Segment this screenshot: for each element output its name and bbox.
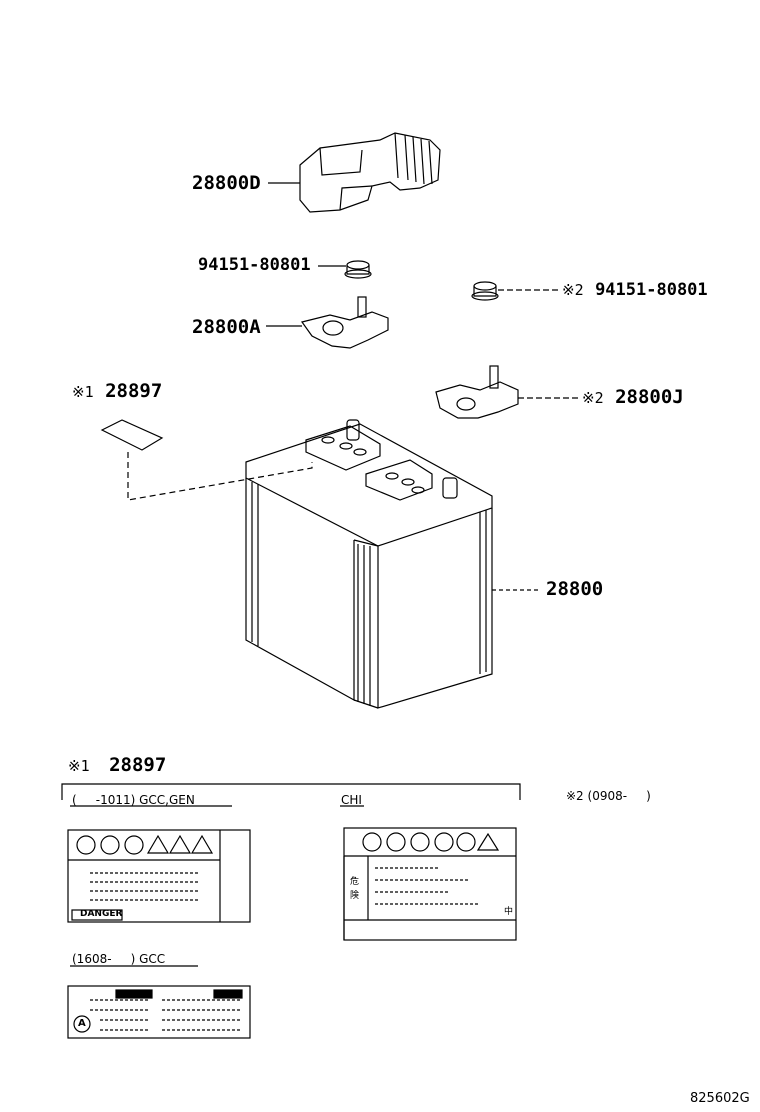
label-cover: 28800D [192,172,261,194]
sticker-chi-drawing [343,827,517,941]
nut-left-drawing [318,260,372,279]
label-sticker-drawing [100,419,313,501]
label-terminal-j: 28800J [615,386,684,408]
sticker-a-text: A [78,1018,86,1029]
label-sticker-group: ※1 28897 [72,382,162,401]
battery-drawing [245,419,540,709]
variant-3-label: (0908- ) [587,789,651,803]
label-sticker: 28897 [105,380,163,402]
sticker-kanji-1: 危 [350,877,360,887]
mark-2: ※2 [582,389,604,407]
variant-chi-label: CHI [341,793,362,807]
mark-2: ※2 [566,789,584,803]
label-nut-right: 94151-80801 [595,280,708,300]
sticker-1-drawing [67,829,251,923]
mark-1: ※1 [72,383,94,401]
sticker-zh-text: 中 [504,907,514,917]
terminal-cover-drawing [268,132,441,213]
section-bracket [61,783,521,800]
label-nut-right-group: ※2 94151-80801 [562,280,708,299]
figure-id: 825602G [690,1091,750,1106]
variant-3-group: ※2 (0908- ) [566,790,651,802]
mark-1: ※1 [68,757,90,775]
nut-right-drawing [471,281,560,301]
label-nut-left: 94151-80801 [198,255,311,275]
mark-2: ※2 [562,281,584,299]
terminal-j-drawing [435,365,578,419]
variant-2-label: (1608- ) GCC [72,952,166,966]
sticker-danger-text: DANGER [80,909,123,919]
terminal-a-drawing [266,296,389,349]
label-battery: 28800 [546,578,604,600]
sticker-2-drawing [67,985,251,1039]
variant-1-label: ( -1011) GCC,GEN [72,793,195,807]
sticker-kanji-2: 険 [350,891,360,901]
section-title: 28897 [109,754,167,776]
label-terminal-a: 28800A [192,316,261,338]
section-title-group: ※1 28897 [68,756,166,775]
label-terminal-j-group: ※2 28800J [582,388,684,407]
